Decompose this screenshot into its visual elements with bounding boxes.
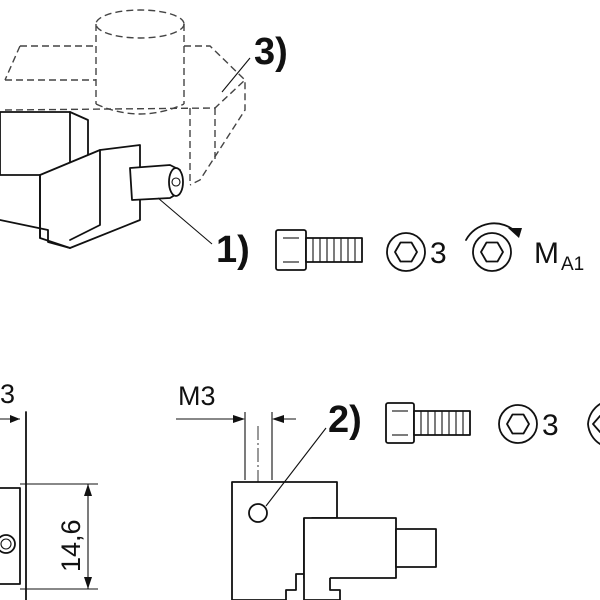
phantom-housing — [4, 9, 246, 186]
callout-2: 2) — [328, 399, 362, 441]
dimension-fragment: 3 — [0, 379, 15, 409]
leader-line-2 — [265, 427, 327, 507]
callout-1: 1) — [216, 229, 250, 271]
screw-icon-top — [275, 229, 363, 271]
screw-icon-bottom — [385, 402, 471, 444]
hex-socket-icon-top — [386, 232, 426, 272]
torque-subscript: A1 — [561, 254, 584, 275]
hex-socket-icon-bottom — [498, 404, 538, 444]
side-view-center — [176, 412, 437, 600]
leader-line-1 — [157, 197, 213, 245]
torque-symbol: M — [534, 237, 559, 270]
dimension-thread: M3 — [178, 381, 216, 411]
leader-line-3 — [221, 57, 251, 93]
dimension-height: 14,6 — [56, 519, 86, 572]
hex-size-top: 3 — [430, 237, 447, 270]
side-view-left — [0, 411, 98, 600]
isometric-bracket — [0, 111, 184, 249]
hex-size-bottom: 3 — [542, 409, 559, 442]
callout-3: 3) — [254, 31, 288, 73]
torque-wrench-icon-partial — [587, 403, 600, 445]
torque-wrench-icon — [465, 222, 522, 272]
